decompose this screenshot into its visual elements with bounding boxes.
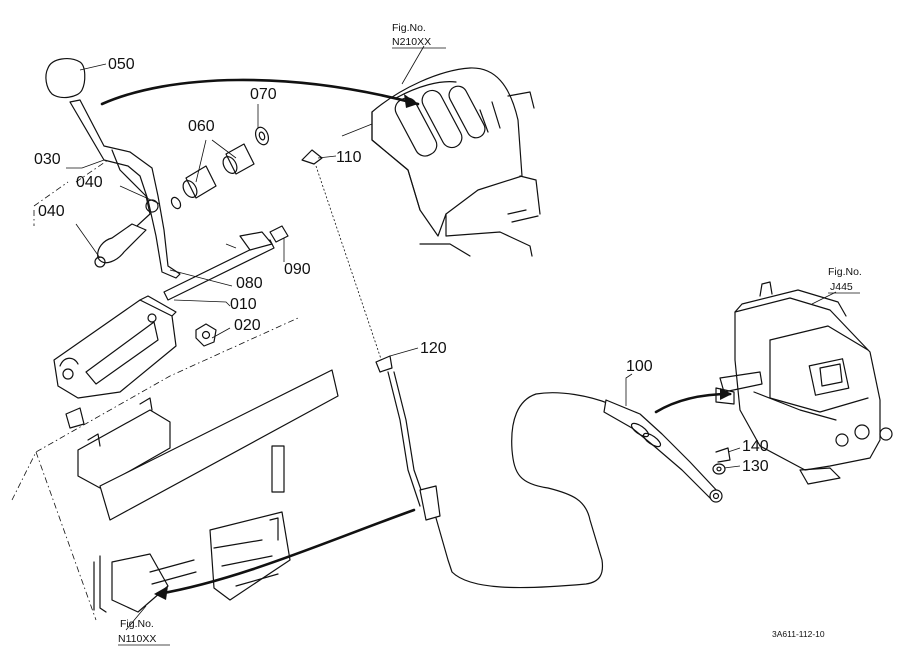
- shaft-080: [163, 231, 275, 301]
- part-label: 120: [420, 340, 447, 357]
- figure-ref-number: J445: [830, 281, 853, 293]
- console-cover: [371, 67, 541, 257]
- lower-assembly: [11, 317, 339, 621]
- nut-020: [195, 323, 217, 347]
- washer-070: [254, 126, 270, 146]
- dashed-callout: [33, 159, 109, 226]
- drawing-code: 3A611-112-10: [772, 629, 825, 639]
- part-label: 030: [34, 151, 61, 168]
- clip-110: [301, 149, 323, 165]
- figure-ref-number: N110XX: [118, 633, 156, 645]
- clip-140: [715, 447, 731, 463]
- part-labels: 050 070 060 030 040 040 110 080 090 010 …: [34, 56, 769, 475]
- part-label: 130: [742, 458, 769, 475]
- figure-ref-caption: Fig.No.: [828, 266, 862, 278]
- bolt-090: [269, 225, 289, 243]
- figure-ref-caption: Fig.No.: [392, 22, 426, 34]
- part-label: 060: [188, 118, 215, 135]
- shift-lever: [69, 99, 181, 279]
- part-label: 100: [626, 358, 653, 375]
- part-label: 110: [336, 149, 362, 166]
- part-label: 070: [250, 86, 277, 103]
- part-label: 080: [236, 275, 263, 292]
- part-label: 050: [108, 56, 135, 73]
- leader-lines: [66, 45, 837, 631]
- part-label: 010: [230, 296, 257, 313]
- bracket-010: [53, 295, 177, 399]
- part-label: 040: [38, 203, 65, 220]
- part-label: 040: [76, 174, 103, 191]
- figure-ref-j445: Fig.No. J445: [828, 266, 862, 294]
- cable-120: [315, 165, 723, 589]
- part-label: 140: [742, 438, 769, 455]
- part-label: 020: [234, 317, 261, 334]
- figure-ref-n210: Fig.No. N210XX: [392, 22, 446, 49]
- figure-ref-n110: Fig.No. N110XX: [118, 618, 170, 646]
- shift-knob: [45, 58, 86, 99]
- part-label: 090: [284, 261, 311, 278]
- transmission-block: [715, 281, 893, 485]
- indication-arrows: [100, 78, 732, 600]
- figure-ref-caption: Fig.No.: [120, 618, 154, 630]
- washer-130: [712, 463, 726, 475]
- bushing-pair: [170, 143, 255, 210]
- figure-ref-number: N210XX: [392, 36, 431, 48]
